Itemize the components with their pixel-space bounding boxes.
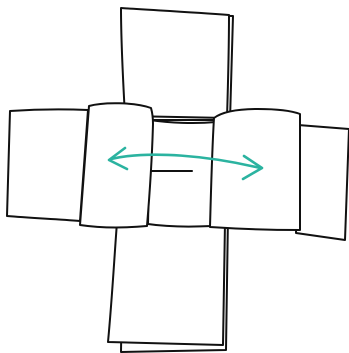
right-flap-back [296, 125, 349, 240]
bottom-flap [108, 222, 225, 345]
center-panel [148, 120, 216, 227]
right-fold-panel [210, 109, 300, 230]
left-flap [7, 109, 88, 221]
left-fold-panel [80, 103, 153, 227]
top-flap [121, 8, 229, 118]
